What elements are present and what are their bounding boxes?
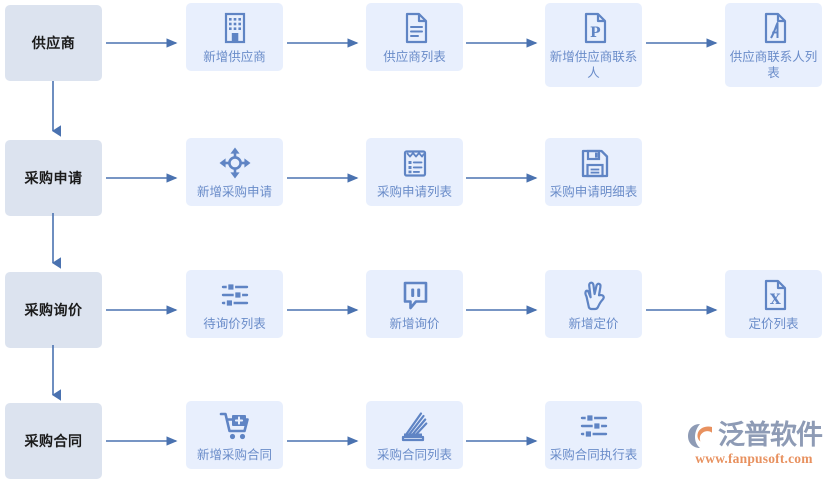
node-label: 新增询价 (389, 317, 440, 331)
arrow-request-to-new-request (106, 173, 178, 183)
node-label: 定价列表 (748, 317, 799, 331)
stage-supplier[interactable]: 供应商 (5, 5, 102, 81)
node-purchase-request-detail[interactable]: 采购申请明细表 (545, 138, 642, 206)
node-pricing-list[interactable]: 定价列表 (725, 270, 822, 338)
node-label: 采购合同列表 (376, 448, 452, 462)
cart-plus-icon (219, 412, 249, 441)
arrow-inquiry-to-pending-list (106, 305, 178, 315)
arrow-supplier-to-new-supplier (106, 38, 178, 48)
arrow-supplier-to-purchase-request (52, 81, 61, 139)
node-label: 采购申请列表 (376, 185, 452, 199)
node-label: 新增供应商 (203, 50, 266, 64)
node-supplier-contact-list[interactable]: 供应商联系人列表 (725, 3, 822, 87)
node-label: 供应商联系人列表 (729, 50, 818, 80)
powerpoint-file-icon (584, 12, 606, 44)
stage-label-text: 供应商 (31, 34, 76, 51)
document-lines-icon (405, 12, 427, 44)
node-purchase-contract-execution[interactable]: 采购合同执行表 (545, 401, 642, 469)
node-new-inquiry[interactable]: 新增询价 (366, 270, 463, 338)
stage-purchase-request[interactable]: 采购申请 (5, 140, 102, 216)
victory-hand-icon (583, 281, 605, 311)
sliders-icon (580, 413, 607, 439)
node-new-purchase-contract[interactable]: 新增采购合同 (186, 401, 283, 469)
watermark-url: www.fanpusoft.com (695, 451, 813, 466)
arrow-inquiry-to-contract (52, 345, 61, 403)
node-new-pricing[interactable]: 新增定价 (545, 270, 642, 338)
arrow-contract-list-to-execution (466, 436, 538, 446)
arrow-new-contract-to-contract-list (287, 436, 359, 446)
arrow-new-contact-to-contact-list (646, 38, 718, 48)
node-label: 采购合同执行表 (549, 448, 638, 462)
node-label: 新增采购合同 (196, 448, 272, 462)
clipboard-list-icon (403, 150, 426, 177)
node-new-purchase-request[interactable]: 新增采购申请 (186, 138, 283, 206)
excel-file-icon (764, 279, 786, 311)
node-label: 新增定价 (568, 317, 619, 331)
pdf-file-icon (764, 12, 786, 44)
sliders-icon (221, 282, 248, 308)
watermark: 泛普软件 www.fanpusoft.com (684, 418, 824, 470)
node-supplier-list[interactable]: 供应商列表 (366, 3, 463, 71)
arrow-contract-to-new-contract (106, 436, 178, 446)
node-label: 待询价列表 (203, 317, 266, 331)
floppy-save-icon (581, 149, 608, 178)
node-label: 供应商列表 (383, 50, 446, 64)
arrow-new-supplier-to-supplier-list (287, 38, 359, 48)
node-new-supplier-contact[interactable]: 新增供应商联系人 (545, 3, 642, 87)
arrow-purchase-request-to-inquiry (52, 213, 61, 271)
watermark-name: 泛普软件 (718, 420, 823, 451)
arrow-pending-list-to-new-inquiry (287, 305, 359, 315)
node-new-supplier[interactable]: 新增供应商 (186, 3, 283, 71)
stage-purchase-inquiry[interactable]: 采购询价 (5, 272, 102, 348)
node-purchase-contract-list[interactable]: 采购合同列表 (366, 401, 463, 469)
node-label: 采购申请明细表 (549, 185, 638, 199)
speech-bubble-icon (403, 281, 427, 310)
stage-label-text: 采购询价 (24, 301, 83, 318)
stage-label-text: 采购申请 (24, 169, 83, 186)
scan-document-icon (401, 412, 427, 442)
arrow-new-pricing-to-pricing-list (646, 305, 718, 315)
arrow-request-list-to-request-detail (466, 173, 538, 183)
node-label: 新增采购申请 (196, 185, 272, 199)
arrow-supplier-list-to-new-contact (466, 38, 538, 48)
node-label: 新增供应商联系人 (549, 50, 638, 80)
move-crosshair-icon (217, 146, 252, 180)
stage-purchase-contract[interactable]: 采购合同 (5, 403, 102, 479)
node-pending-inquiry-list[interactable]: 待询价列表 (186, 270, 283, 338)
node-purchase-request-list[interactable]: 采购申请列表 (366, 138, 463, 206)
building-icon (224, 12, 245, 44)
arrow-new-request-to-request-list (287, 173, 359, 183)
arrow-new-inquiry-to-new-pricing (466, 305, 538, 315)
fanpu-swoosh-logo-icon (688, 424, 712, 448)
stage-label-text: 采购合同 (24, 432, 83, 449)
